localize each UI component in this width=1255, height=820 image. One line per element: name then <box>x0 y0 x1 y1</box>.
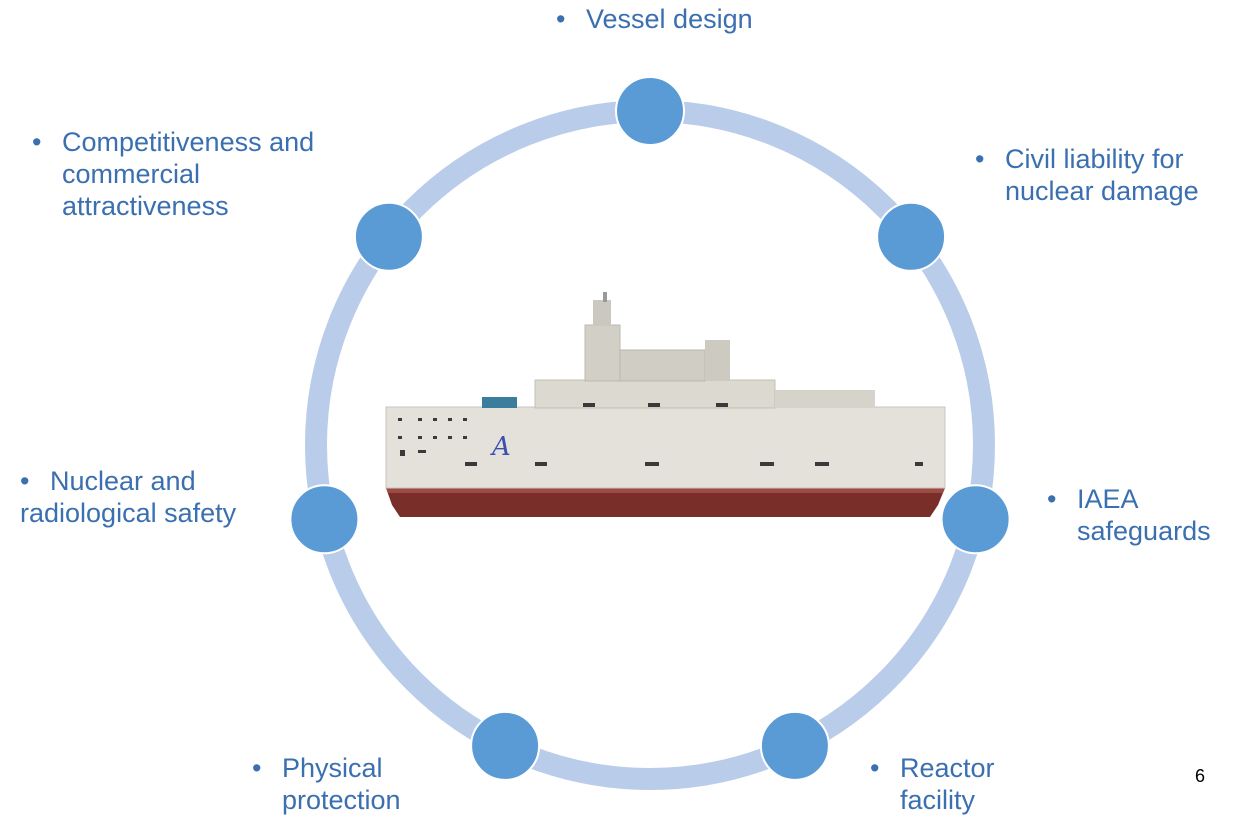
ship-tower <box>584 324 621 382</box>
topic-node-iaea-safeguards <box>940 484 1011 555</box>
label-text: radiological safety <box>20 498 237 528</box>
bridge-block <box>619 349 706 382</box>
topic-node-physical-protection <box>470 710 541 781</box>
topic-node-competitiveness <box>353 201 424 272</box>
bullet: • <box>1047 484 1057 514</box>
label-text: Nuclear and <box>50 466 196 496</box>
bullet: • <box>975 144 985 174</box>
label-line: protection <box>252 784 401 816</box>
bullet: • <box>32 127 42 157</box>
page-number: 6 <box>1195 766 1206 786</box>
label-text: protection <box>282 785 401 815</box>
bullet: • <box>870 753 880 783</box>
label-line: • Reactor <box>870 752 995 784</box>
label-text: Physical <box>282 753 383 783</box>
label-line: facility <box>870 784 995 816</box>
label-text: IAEA <box>1077 484 1139 514</box>
label-text: Civil liability for <box>1005 144 1184 174</box>
topic-nodes <box>289 76 1011 781</box>
label-text: attractiveness <box>62 191 229 221</box>
label-text: commercial <box>62 159 201 189</box>
label-line: • Physical <box>252 752 401 784</box>
label-line: commercial <box>32 158 314 190</box>
label-line: • Vessel design <box>556 3 753 35</box>
label-text: Competitiveness and <box>62 127 315 157</box>
topic-node-civil-liability <box>876 201 947 272</box>
topic-label-reactor-facility: • Reactor facility <box>870 752 995 816</box>
bullet: • <box>20 466 30 496</box>
ship-hull <box>386 488 945 517</box>
hull-waterline <box>386 488 945 493</box>
ship-windows <box>398 403 923 466</box>
topic-label-nuclear-safety: • Nuclear and radiological safety <box>20 465 236 529</box>
label-text: nuclear damage <box>1005 176 1199 206</box>
label-line: • Nuclear and <box>20 465 236 497</box>
label-text: facility <box>900 785 976 815</box>
label-text: Vessel design <box>586 4 753 34</box>
topic-label-civil-liability: • Civil liability for nuclear damage <box>975 143 1199 207</box>
label-line: radiological safety <box>20 497 236 529</box>
label-line: safeguards <box>1047 515 1211 547</box>
ship-logo: A <box>490 432 511 462</box>
topic-node-nuclear-safety <box>289 484 360 555</box>
label-text: Reactor <box>900 753 995 783</box>
label-line: • IAEA <box>1047 483 1211 515</box>
side-tower <box>705 340 730 381</box>
topic-label-iaea-safeguards: • IAEA safeguards <box>1047 483 1211 547</box>
label-line: • Civil liability for <box>975 143 1199 175</box>
deck-container <box>482 397 517 408</box>
bullet: • <box>252 753 262 783</box>
topic-node-vessel-design <box>615 76 685 146</box>
topic-label-physical-protection: • Physical protection <box>252 752 401 816</box>
topic-label-competitiveness: • Competitiveness and commercial attracti… <box>32 126 314 222</box>
topic-node-reactor-facility <box>759 710 830 781</box>
mast-antenna <box>603 292 607 302</box>
topic-label-vessel-design: • Vessel design <box>556 3 753 35</box>
label-line: nuclear damage <box>975 175 1199 207</box>
ship-mast <box>593 300 611 326</box>
label-line: attractiveness <box>32 190 314 222</box>
floating-nuclear-power-ship: A <box>385 292 946 517</box>
label-line: • Competitiveness and <box>32 126 314 158</box>
ship-deck-block <box>385 406 946 489</box>
label-text: safeguards <box>1077 516 1211 546</box>
rear-deckhouse <box>775 390 875 408</box>
bullet: • <box>556 4 566 34</box>
